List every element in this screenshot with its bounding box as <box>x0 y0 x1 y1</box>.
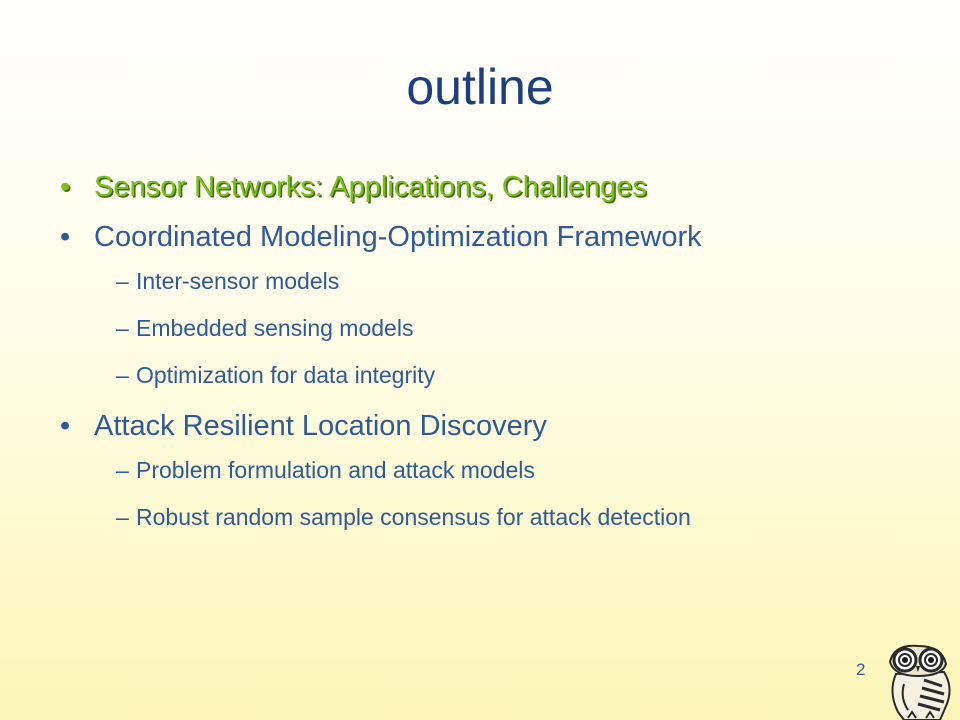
slide-title: outline <box>406 59 554 115</box>
sub-bullet-marker: – <box>116 315 129 341</box>
page-number: 2 <box>856 660 866 679</box>
bullet-list: • Sensor Networks: Applications, Challen… <box>60 170 920 551</box>
bullet-text: Attack Resilient Location Discovery <box>94 410 547 442</box>
sub-bullet-text: Embedded sensing models <box>136 315 414 341</box>
sub-bullet-marker: – <box>116 362 129 388</box>
sub-bullet-text: Optimization for data integrity <box>136 362 436 388</box>
sub-bullet-group: – Inter-sensor models – Embedded sensing… <box>60 268 920 389</box>
sub-bullet-marker: – <box>116 457 129 483</box>
sub-bullet-group: – Problem formulation and attack models … <box>60 457 920 531</box>
bullet-item: • Attack Resilient Location Discovery <box>60 409 920 443</box>
bullet-marker: • <box>60 221 71 253</box>
bullet-text: Coordinated Modeling-Optimization Framew… <box>94 221 702 253</box>
sub-bullet-item: – Embedded sensing models <box>60 315 920 342</box>
sub-bullet-marker: – <box>116 268 129 294</box>
sub-bullet-item: – Optimization for data integrity <box>60 362 920 389</box>
sub-bullet-marker: – <box>116 504 129 530</box>
sub-bullet-item: – Inter-sensor models <box>60 268 920 295</box>
owl-logo-icon <box>888 644 951 720</box>
bullet-item: • Coordinated Modeling-Optimization Fram… <box>60 220 920 254</box>
sub-bullet-text: Inter-sensor models <box>136 268 340 294</box>
sub-bullet-item: – Robust random sample consensus for att… <box>60 504 920 531</box>
sub-bullet-text: Robust random sample consensus for attac… <box>136 504 691 530</box>
sub-bullet-text: Problem formulation and attack models <box>136 457 535 483</box>
bullet-item: • Sensor Networks: Applications, Challen… <box>60 170 920 204</box>
bullet-marker: • <box>60 171 71 203</box>
bullet-marker: • <box>60 410 71 442</box>
bullet-text: Sensor Networks: Applications, Challenge… <box>94 171 647 203</box>
sub-bullet-item: – Problem formulation and attack models <box>60 457 920 484</box>
